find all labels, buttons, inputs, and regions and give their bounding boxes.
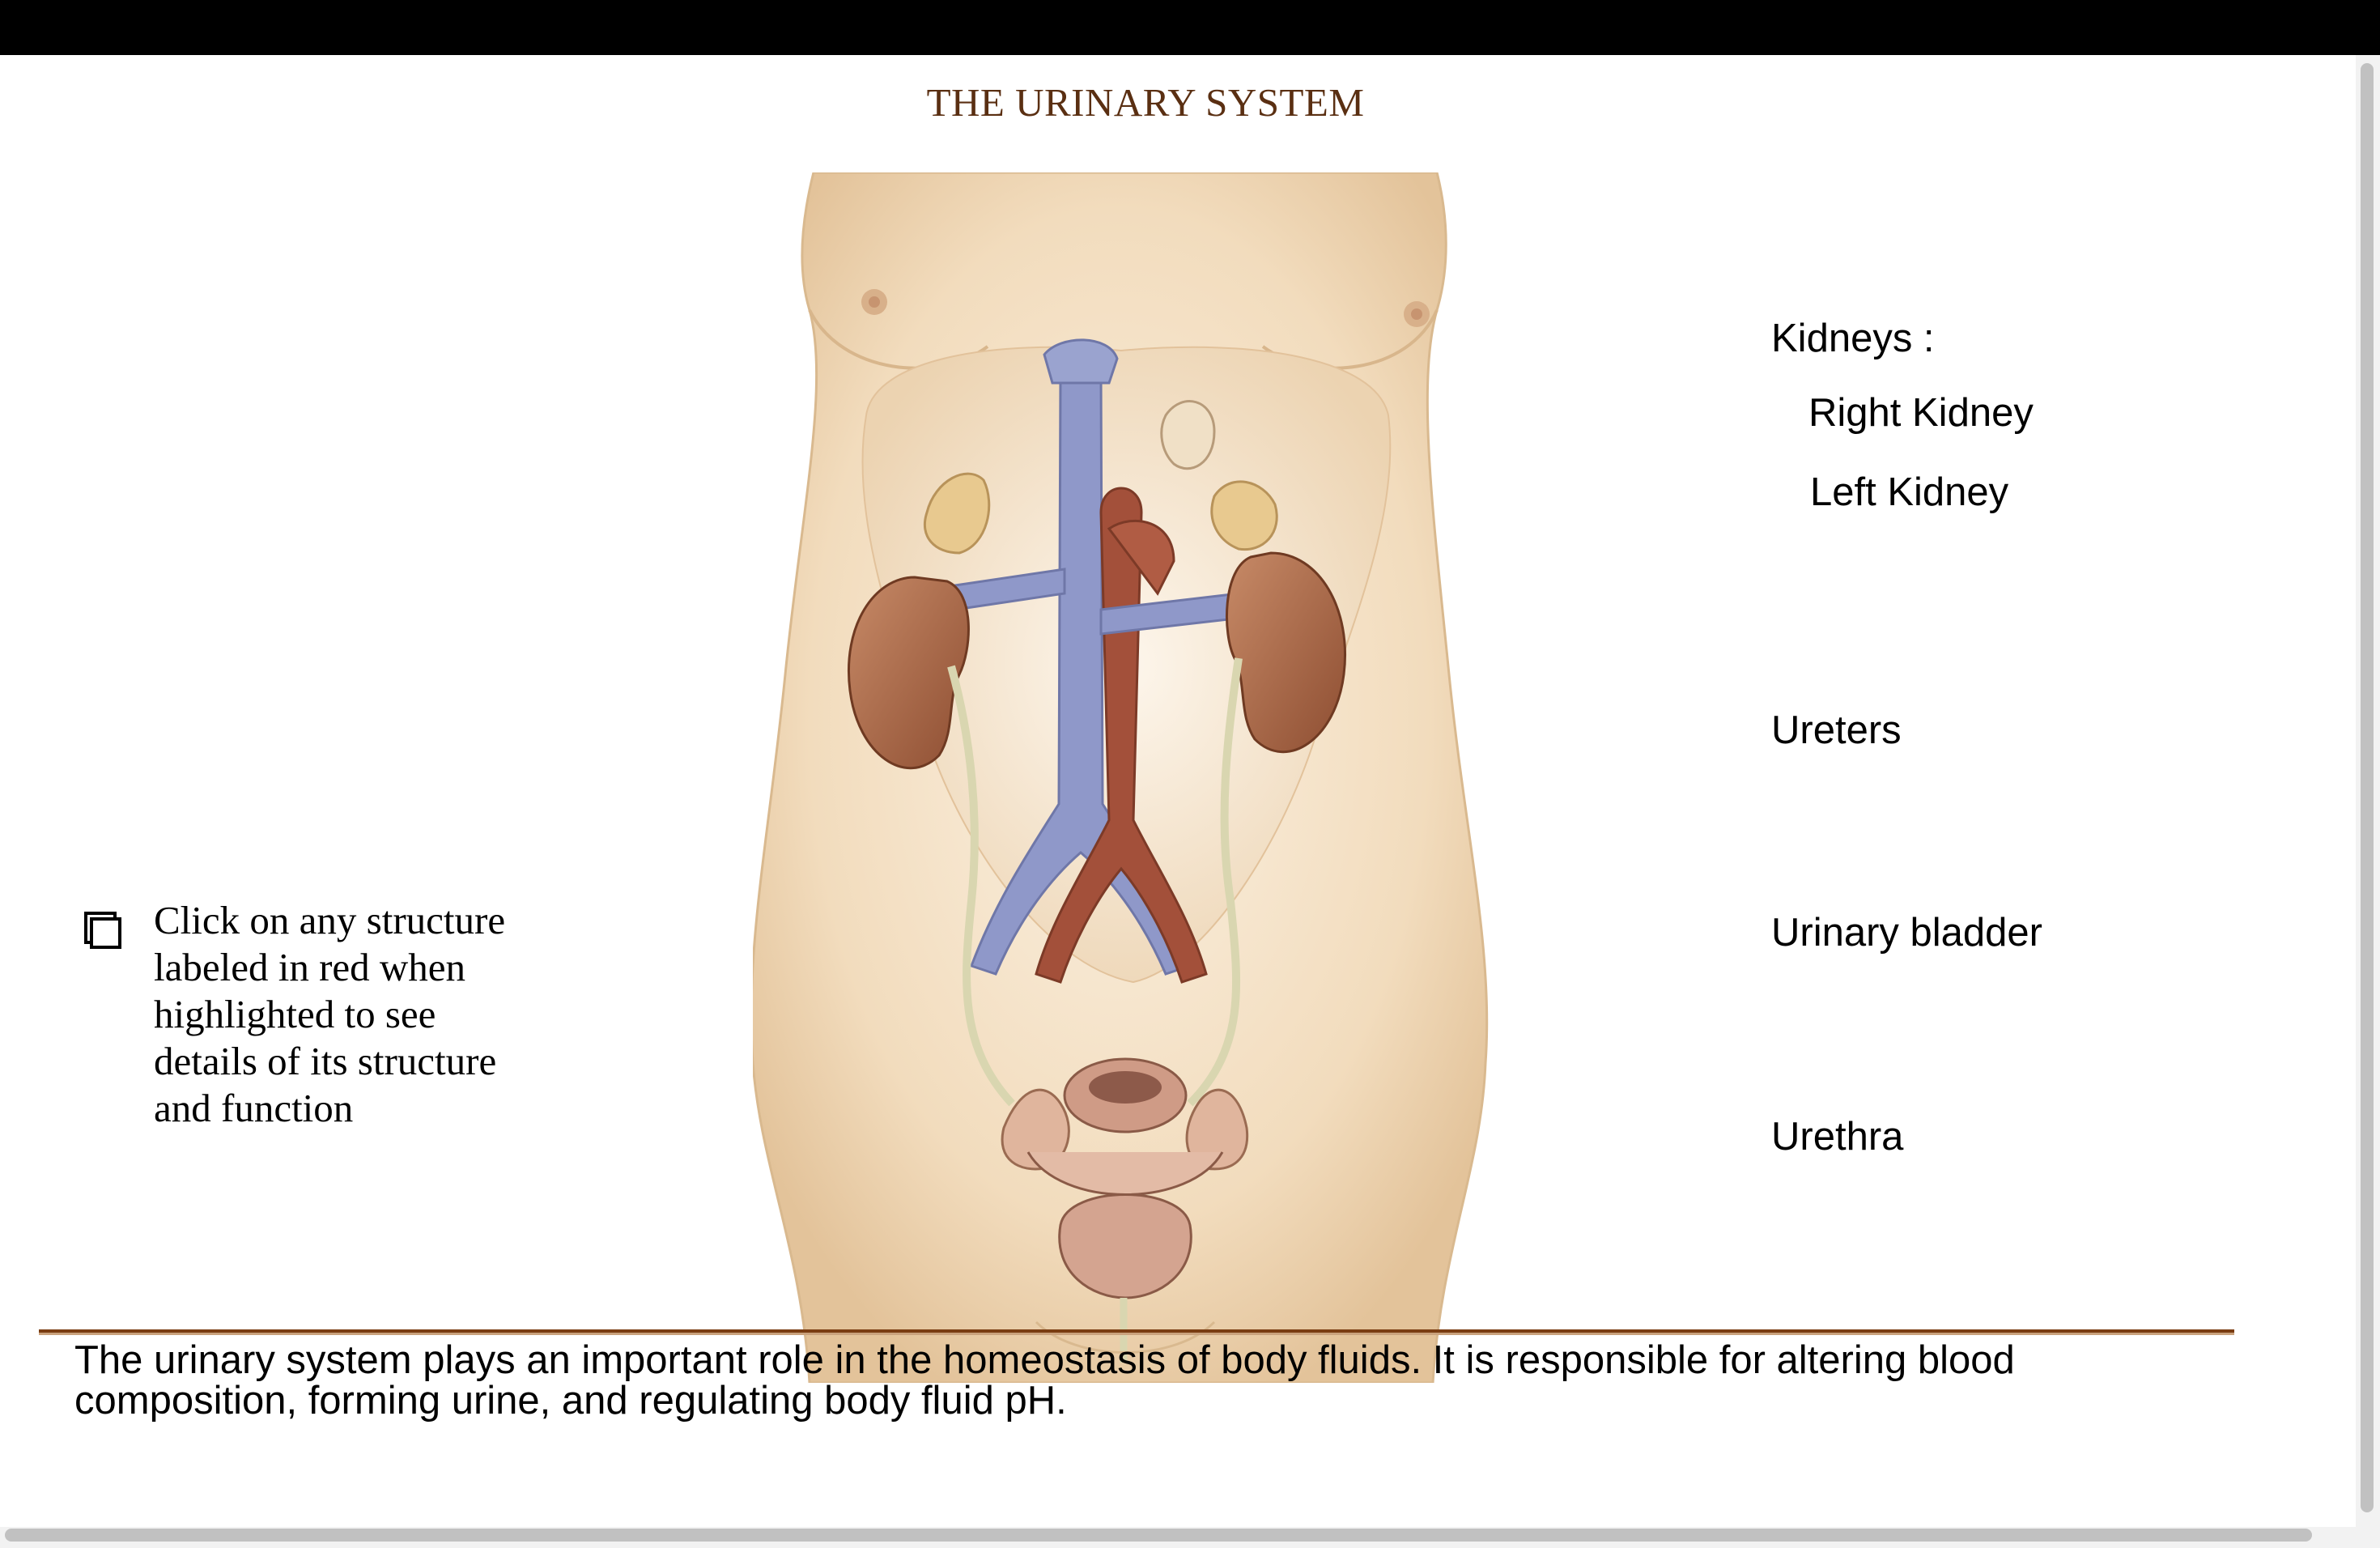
page-title: THE URINARY SYSTEM xyxy=(926,80,1365,125)
description-line: The urinary system plays an important ro… xyxy=(74,1338,2015,1382)
aorta xyxy=(1035,487,1208,984)
vertical-scrollbar-thumb[interactable] xyxy=(2361,63,2374,1512)
browser-viewport: THE URINARY SYSTEM xyxy=(0,55,2380,1548)
label-urethra[interactable]: Urethra xyxy=(1771,1115,1904,1159)
instruction-text: Click on any structure labeled in red wh… xyxy=(154,897,607,1132)
label-ureters[interactable]: Ureters xyxy=(1771,708,1902,752)
ureter-left xyxy=(1187,657,1243,1107)
window-icon xyxy=(84,912,121,949)
section-divider xyxy=(39,1329,2234,1333)
instruction-line: and function xyxy=(154,1086,354,1130)
urinary-bladder-shape xyxy=(1058,1193,1192,1299)
right-kidney-shape xyxy=(848,576,970,770)
ureter-right xyxy=(947,665,1015,1107)
label-right-kidney[interactable]: Right Kidney xyxy=(1808,391,2034,435)
left-kidney-shape xyxy=(1225,551,1346,754)
instruction-line: highlighted to see xyxy=(154,992,436,1036)
horizontal-scrollbar-thumb[interactable] xyxy=(5,1529,2312,1542)
label-urinary-bladder[interactable]: Urinary bladder xyxy=(1771,911,2042,955)
description-paragraph: The urinary system plays an important ro… xyxy=(74,1340,2260,1421)
label-left-kidney[interactable]: Left Kidney xyxy=(1810,470,2009,514)
description-line: composition, forming urine, and regulati… xyxy=(74,1379,1067,1423)
label-kidneys[interactable]: Kidneys : xyxy=(1771,317,1935,360)
urinary-system-illustration[interactable] xyxy=(753,172,1498,1383)
instruction-line: details of its structure xyxy=(154,1039,497,1083)
instruction-line: Click on any structure xyxy=(154,898,506,942)
instruction-line: labeled in red when xyxy=(154,945,466,989)
